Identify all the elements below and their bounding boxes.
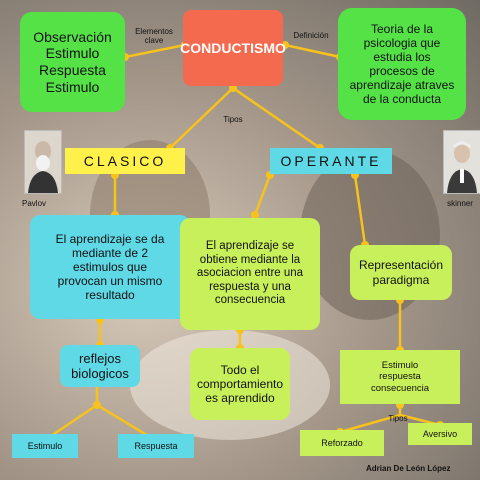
clasico-band: CLASICO: [65, 148, 185, 174]
definition-line: aprendizaje atraves: [349, 78, 455, 93]
behavior-box: Todo el comportamiento es aprendido: [190, 348, 290, 420]
operante-description-line: El aprendizaje se: [205, 240, 295, 253]
operante-description-line: asociacion entre una: [196, 267, 304, 280]
stimulus-response-line: consecuencia: [370, 382, 430, 394]
operante-description-line: consecuencia: [214, 294, 286, 307]
skinner-caption: skinner: [447, 199, 473, 208]
stimulus-response-box: Estimulo respuesta consecuencia: [340, 350, 460, 404]
operante-band: OPERANTE: [270, 148, 392, 174]
reinforced-label: Reforzado: [321, 437, 363, 448]
reflexes-line: biologicos: [71, 366, 129, 381]
pavlov-portrait: [24, 130, 62, 194]
clasico-description-line: provocan un mismo: [57, 274, 163, 289]
behavior-line: es aprendido: [205, 391, 275, 406]
response-box: Respuesta: [118, 434, 194, 458]
operante-description-line: obtiene mediante la: [199, 253, 301, 266]
operante-description-line: respuesta y una: [209, 280, 291, 293]
definition-box: Teoria de la psicologia que estudia los …: [338, 8, 466, 120]
key-element-line: Observación: [33, 28, 112, 45]
operante-label: OPERANTE: [280, 152, 382, 169]
paradigm-line: paradigma: [372, 272, 430, 287]
skinner-portrait: [443, 130, 480, 194]
aversive-box: Aversivo: [408, 423, 472, 445]
edge-label-definition: Definición: [293, 31, 329, 40]
clasico-description-line: El aprendizaje se da: [55, 231, 165, 246]
definition-line: de la conducta: [362, 92, 442, 107]
edge-label-key-elements: Elementos clave: [128, 27, 180, 45]
edge-label-types: Tipos: [223, 115, 243, 124]
paradigm-line: Representación: [358, 258, 444, 273]
definition-line: Teoria de la: [370, 21, 434, 36]
clasico-label: CLASICO: [83, 152, 167, 169]
definition-line: procesos de: [369, 64, 435, 78]
clasico-description-line: mediante de 2: [71, 245, 149, 260]
edge-label-line: Elementos: [135, 27, 173, 36]
operante-description-box: El aprendizaje se obtiene mediante la as…: [180, 218, 320, 330]
behavior-line: Todo el: [220, 362, 260, 377]
clasico-description-line: estimulos que: [72, 259, 148, 274]
stimulus-box: Estimulo: [12, 434, 78, 458]
definition-line: psicologia que: [363, 35, 441, 50]
skinner-image: [444, 131, 480, 193]
stimulus-label: Estimulo: [27, 440, 63, 451]
response-label: Respuesta: [134, 440, 178, 451]
behavior-line: comportamiento: [196, 376, 284, 391]
stimulus-response-line: respuesta: [379, 371, 421, 383]
stimulus-response-line: Estimulo: [381, 360, 419, 372]
reflexes-line: reflejos: [79, 350, 121, 366]
reflexes-box: reflejos biologicos: [60, 345, 140, 387]
definition-line: estudia los: [373, 49, 431, 64]
pavlov-image: [25, 131, 61, 193]
edge-label-types-small: Tipos: [388, 414, 408, 423]
reinforced-box: Reforzado: [300, 430, 384, 456]
clasico-description-line: resultado: [85, 288, 135, 303]
key-element-line: Estimulo: [45, 78, 100, 95]
clasico-description-box: El aprendizaje se da mediante de 2 estim…: [30, 215, 190, 319]
page-title: CONDUCTISMO: [180, 10, 286, 86]
edge-label-line: clave: [144, 36, 164, 46]
aversive-label: Aversivo: [422, 428, 458, 439]
key-element-line: Estimulo: [45, 45, 100, 62]
key-element-line: Respuesta: [39, 62, 106, 78]
pavlov-caption: Pavlov: [22, 199, 47, 208]
title-text: CONDUCTISMO: [180, 39, 286, 56]
paradigm-box: Representación paradigma: [350, 245, 452, 300]
key-elements-box: Observación Estimulo Respuesta Estimulo: [20, 12, 125, 112]
author-credit: Adrian De León López: [366, 464, 451, 473]
